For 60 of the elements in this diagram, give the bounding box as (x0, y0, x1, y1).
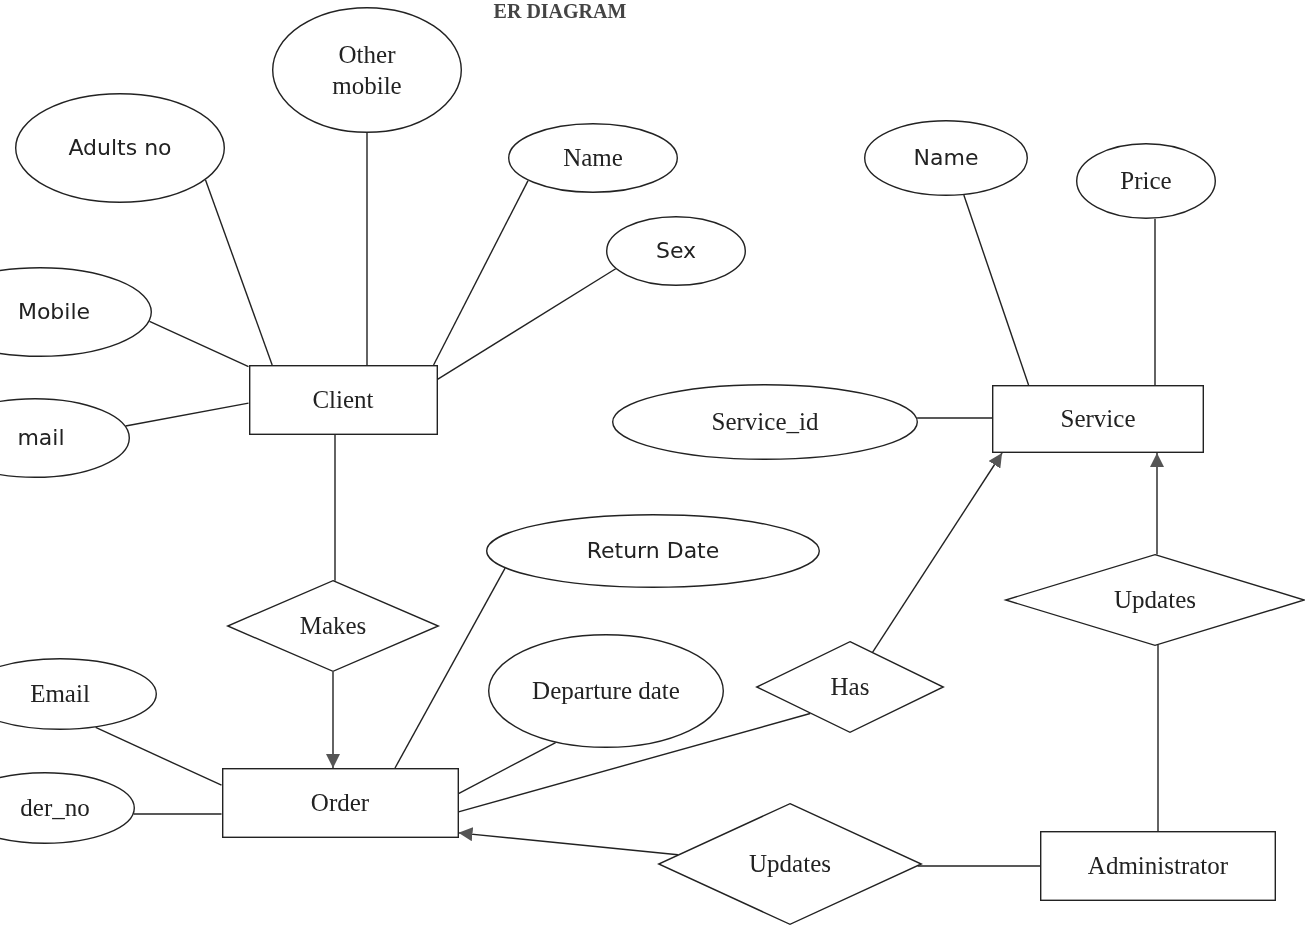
relationship-label: Makes (299, 611, 367, 642)
connector-line (916, 417, 993, 419)
attribute-label: Email (30, 679, 90, 710)
connector-line (326, 671, 340, 769)
attribute-label: Return Date (586, 537, 720, 565)
attribute-ellipse (864, 120, 1028, 196)
connector-line (1154, 218, 1156, 386)
relationship-diamond (227, 580, 439, 672)
connector-line (457, 712, 811, 813)
diagram-title: ER DIAGRAM (492, 0, 628, 23)
relationship-label: Updates (749, 849, 831, 880)
connector-line (204, 179, 273, 366)
entity-box (1040, 831, 1276, 901)
attribute-label: Name (913, 144, 979, 172)
entity-box (992, 385, 1204, 453)
connector-line (1150, 452, 1164, 556)
attribute-ellipse (612, 384, 918, 460)
connector-line (366, 132, 368, 366)
connector-line (916, 865, 1041, 867)
entity-label: Administrator (1087, 851, 1229, 882)
attribute-ellipse (272, 7, 462, 133)
relationship-diamond (1005, 554, 1305, 646)
connector-line (436, 268, 617, 381)
attribute-ellipse (508, 123, 678, 193)
relationship-label: Updates (1114, 585, 1196, 616)
connector-line (133, 813, 223, 815)
entity-label: Order (310, 788, 370, 819)
attribute-ellipse (488, 634, 724, 748)
entity-box (248, 365, 438, 435)
attribute-label: Departure date (532, 676, 680, 707)
connector-line (1157, 644, 1159, 832)
connector-line (432, 179, 529, 366)
attribute-label: Service_id (711, 407, 819, 438)
entity-box (221, 768, 459, 838)
connector-line (457, 827, 679, 856)
connector-line (334, 434, 336, 582)
attribute-ellipse (15, 93, 225, 203)
entity-label: Client (312, 385, 374, 416)
connector-line (963, 194, 1030, 386)
attribute-label: Name (563, 143, 623, 174)
connector-line (871, 452, 1003, 653)
attribute-label: Other mobile (331, 39, 403, 101)
attribute-label: mail (17, 424, 65, 452)
relationship-diamond (756, 641, 944, 733)
attribute-label: Sex (655, 237, 697, 265)
connector-line (457, 741, 557, 795)
relationship-label: Has (830, 672, 870, 703)
connector-line (124, 402, 250, 427)
connector-line (148, 320, 250, 368)
attribute-ellipse (1076, 143, 1216, 219)
attribute-label: der_no (20, 793, 90, 824)
attribute-ellipse (606, 216, 746, 286)
connector-line (394, 567, 506, 769)
attribute-label: Price (1120, 166, 1172, 197)
attribute-label: Adults no (68, 134, 172, 162)
relationship-diamond (658, 803, 922, 925)
attribute-ellipse (486, 514, 820, 588)
attribute-label: Mobile (17, 298, 91, 326)
connector-line (94, 726, 223, 786)
entity-label: Service (1060, 404, 1136, 435)
